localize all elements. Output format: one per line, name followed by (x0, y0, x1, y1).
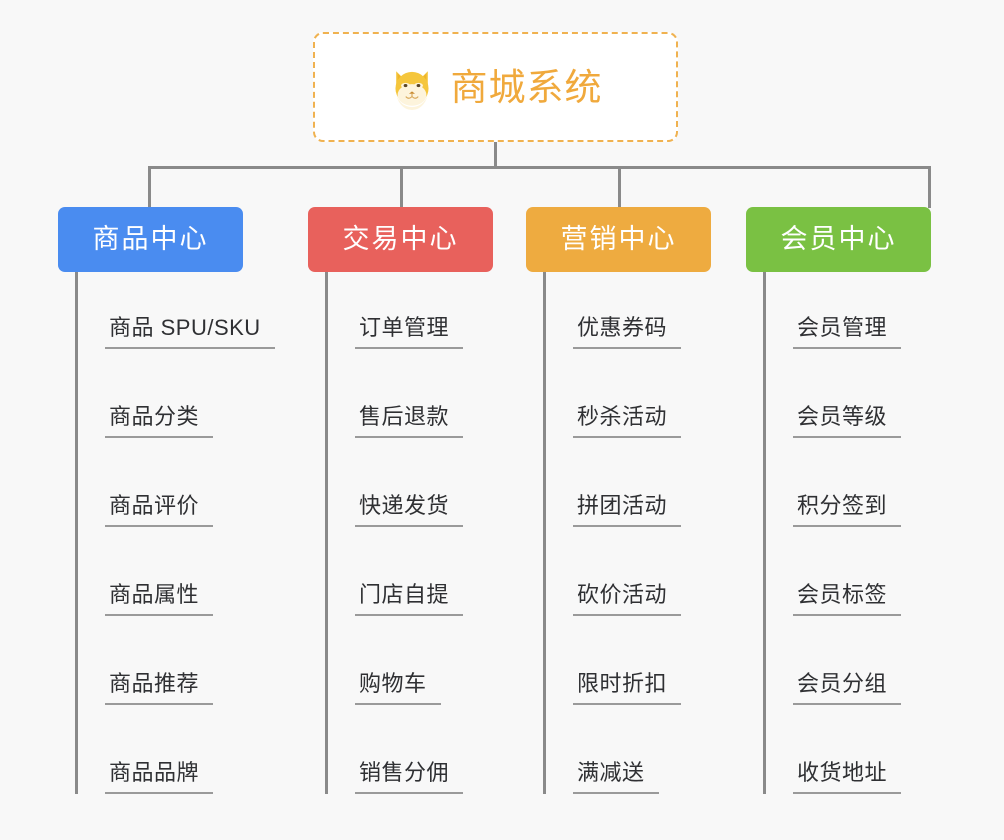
leaf-label: 门店自提 (359, 581, 450, 607)
category-label-3: 营销中心 (560, 224, 677, 254)
leaf-label: 砍价活动 (577, 581, 668, 607)
connector-root-stem (494, 142, 497, 168)
leaf-label: 优惠券码 (577, 314, 668, 340)
list-item[interactable]: 拼团活动 (546, 438, 766, 527)
list-item[interactable]: 商品 SPU/SKU (78, 272, 298, 349)
list-item[interactable]: 积分签到 (766, 438, 986, 527)
leaf-label: 快递发货 (359, 492, 450, 518)
list-item[interactable]: 限时折扣 (546, 616, 766, 705)
leaf-label: 销售分佣 (359, 759, 450, 785)
leaf-list-1: 商品 SPU/SKU 商品分类 商品评价 商品属性 商品推荐 商品品牌 (75, 272, 298, 794)
shiba-dog-face-icon (394, 71, 429, 110)
list-item[interactable]: 收货地址 (766, 705, 986, 794)
leaf-label: 会员等级 (797, 403, 888, 429)
list-item[interactable]: 售后退款 (328, 349, 548, 438)
list-item[interactable]: 商品分类 (78, 349, 298, 438)
leaf-label: 商品属性 (109, 581, 200, 607)
category-label-2: 交易中心 (342, 224, 459, 254)
leaf-label: 商品评价 (109, 492, 200, 518)
root-node[interactable]: 商城系统 (313, 32, 678, 142)
list-item[interactable]: 订单管理 (328, 272, 548, 349)
list-item[interactable]: 满减送 (546, 705, 766, 794)
leaf-label: 满减送 (577, 759, 645, 785)
leaf-list-3: 优惠券码 秒杀活动 拼团活动 砍价活动 限时折扣 满减送 (543, 272, 766, 794)
leaf-label: 秒杀活动 (577, 403, 668, 429)
category-column-交易中心: 交易中心 订单管理 售后退款 快递发货 门店自提 购物车 销售分佣 (308, 207, 548, 794)
list-item[interactable]: 秒杀活动 (546, 349, 766, 438)
category-header-1[interactable]: 商品中心 (58, 207, 243, 272)
list-item[interactable]: 销售分佣 (328, 705, 548, 794)
list-item[interactable]: 商品品牌 (78, 705, 298, 794)
leaf-label: 积分签到 (797, 492, 888, 518)
leaf-label: 商品品牌 (109, 759, 200, 785)
connector-drop-1 (148, 166, 151, 208)
category-header-2[interactable]: 交易中心 (308, 207, 493, 272)
connector-drop-3 (618, 166, 621, 208)
category-label-1: 商品中心 (92, 224, 209, 254)
connector-horizontal-bus (148, 166, 931, 169)
list-item[interactable]: 会员分组 (766, 616, 986, 705)
leaf-label: 拼团活动 (577, 492, 668, 518)
leaf-label: 商品分类 (109, 403, 200, 429)
list-item[interactable]: 商品推荐 (78, 616, 298, 705)
leaf-label: 购物车 (359, 670, 427, 696)
leaf-label: 限时折扣 (577, 670, 668, 696)
category-column-会员中心: 会员中心 会员管理 会员等级 积分签到 会员标签 会员分组 收货地址 (746, 207, 986, 794)
category-column-商品中心: 商品中心 商品 SPU/SKU 商品分类 商品评价 商品属性 商品推荐 商品品牌 (58, 207, 298, 794)
leaf-label: 售后退款 (359, 403, 450, 429)
list-item[interactable]: 购物车 (328, 616, 548, 705)
category-header-3[interactable]: 营销中心 (526, 207, 711, 272)
leaf-label: 商品 SPU/SKU (109, 314, 261, 340)
leaf-label: 收货地址 (797, 759, 888, 785)
list-item[interactable]: 优惠券码 (546, 272, 766, 349)
category-header-4[interactable]: 会员中心 (746, 207, 931, 272)
connector-drop-2 (400, 166, 403, 208)
list-item[interactable]: 商品评价 (78, 438, 298, 527)
root-title: 商城系统 (450, 66, 603, 108)
list-item[interactable]: 门店自提 (328, 527, 548, 616)
list-item[interactable]: 会员管理 (766, 272, 986, 349)
leaf-list-4: 会员管理 会员等级 积分签到 会员标签 会员分组 收货地址 (763, 272, 986, 794)
leaf-label: 订单管理 (359, 314, 450, 340)
leaf-label: 会员标签 (797, 581, 888, 607)
list-item[interactable]: 会员标签 (766, 527, 986, 616)
list-item[interactable]: 会员等级 (766, 349, 986, 438)
leaf-label: 会员分组 (797, 670, 888, 696)
category-column-营销中心: 营销中心 优惠券码 秒杀活动 拼团活动 砍价活动 限时折扣 满减送 (526, 207, 766, 794)
connector-drop-4 (928, 166, 931, 208)
leaf-list-2: 订单管理 售后退款 快递发货 门店自提 购物车 销售分佣 (325, 272, 548, 794)
leaf-label: 会员管理 (797, 314, 888, 340)
list-item[interactable]: 砍价活动 (546, 527, 766, 616)
list-item[interactable]: 商品属性 (78, 527, 298, 616)
list-item[interactable]: 快递发货 (328, 438, 548, 527)
leaf-label: 商品推荐 (109, 670, 200, 696)
category-label-4: 会员中心 (780, 224, 897, 254)
